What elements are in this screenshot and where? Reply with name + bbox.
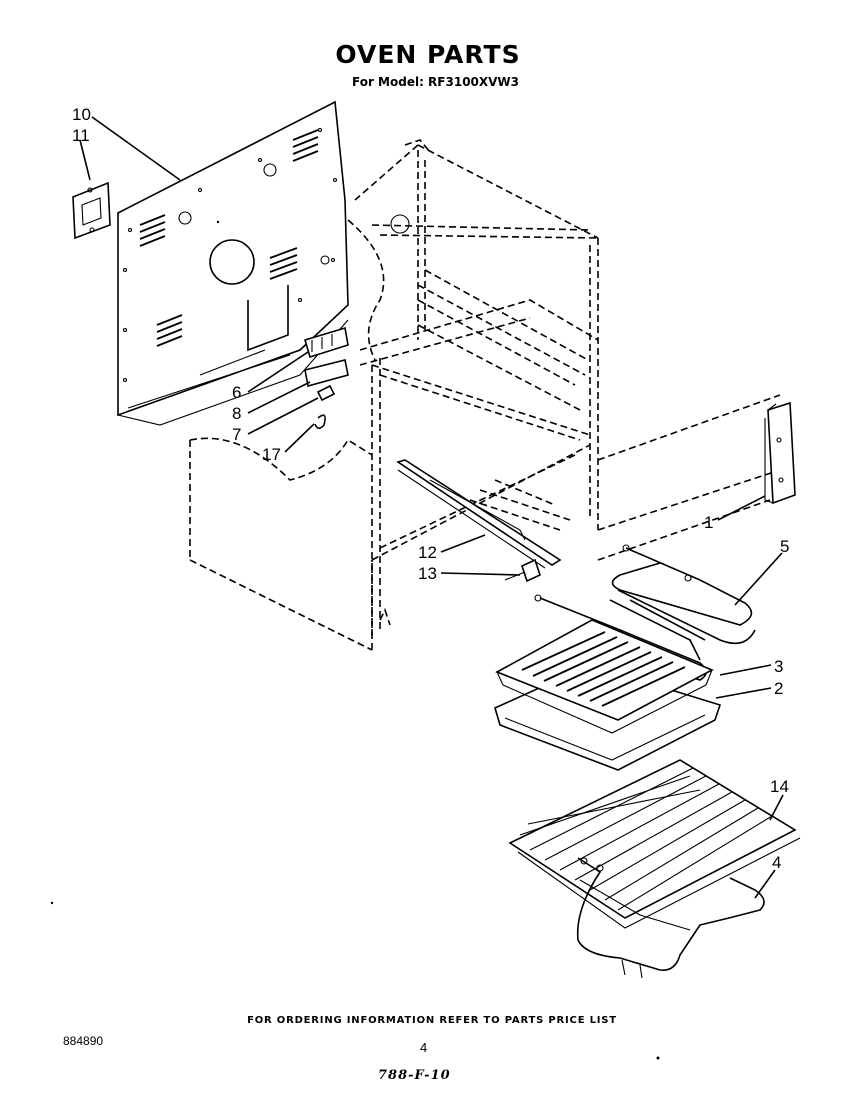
- scan-specks: [50, 220, 660, 1060]
- callout-1: 1: [704, 513, 713, 532]
- handwritten-code: 788-F-10: [378, 1068, 451, 1083]
- rear-panel: [117, 100, 349, 426]
- page-number: 4: [420, 1040, 428, 1055]
- callout-12: 12: [418, 543, 437, 562]
- callout-3: 3: [774, 657, 783, 676]
- oven-cavity: [189, 139, 781, 651]
- callout-4: 4: [772, 853, 781, 872]
- callout-17: 17: [262, 445, 281, 464]
- oven-vent-housing: [764, 401, 796, 505]
- small-hardware: [304, 359, 349, 430]
- bottom-rail: [396, 459, 562, 583]
- callout-5: 5: [780, 537, 789, 556]
- callout-11: 11: [72, 126, 90, 145]
- callout-14: 14: [770, 777, 789, 796]
- callout-8: 8: [232, 404, 241, 423]
- bake-element: [576, 857, 765, 979]
- document-number: 884890: [63, 1034, 104, 1048]
- ordering-note: FOR ORDERING INFORMATION REFER TO PARTS …: [247, 1015, 617, 1026]
- callout-numbers: 10 11 6 8 7 17 12 13 1 5 3 2 14 4: [72, 105, 789, 872]
- callout-7: 7: [232, 425, 241, 444]
- mounting-bracket: [72, 181, 111, 240]
- callout-2: 2: [774, 679, 783, 698]
- model-subtitle: For Model: RF3100XVW3: [352, 75, 520, 89]
- callout-leaders: [79, 116, 784, 899]
- oven-rack: [508, 759, 801, 929]
- broiler-pan-assembly: [494, 619, 722, 771]
- callout-13: 13: [418, 564, 437, 583]
- callout-6: 6: [232, 383, 241, 402]
- page-title: OVEN PARTS: [335, 40, 521, 69]
- callout-10: 10: [72, 105, 91, 124]
